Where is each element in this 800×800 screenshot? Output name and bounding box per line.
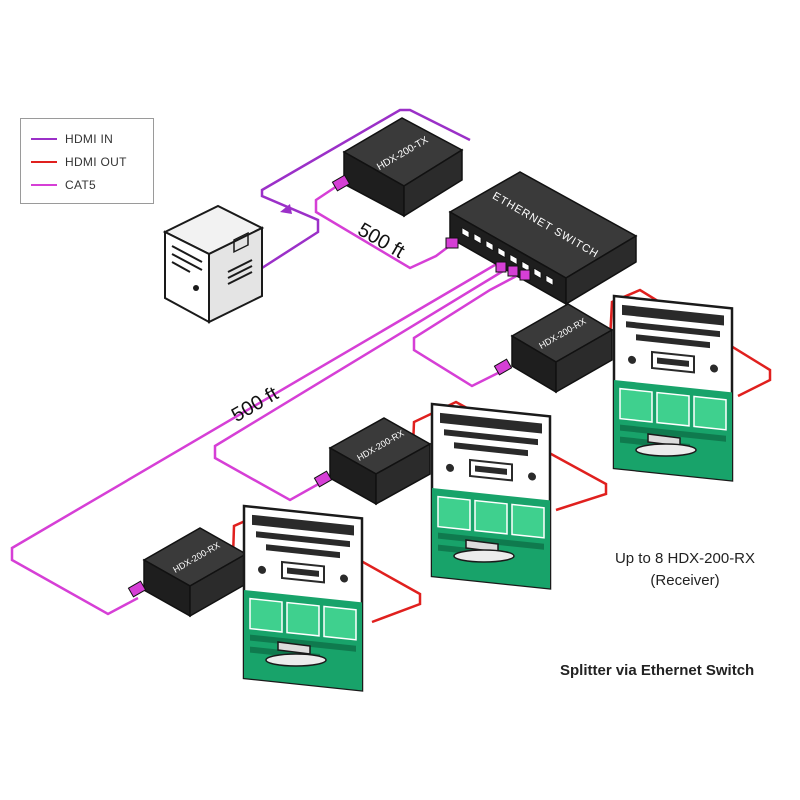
legend-item-cat5: CAT5 [31,177,96,193]
monitor-stand-2 [453,539,515,563]
cat5-cable-switch-rx1 [412,270,525,388]
receiver-caption-line1: Up to 8 HDX-200-RX [614,550,756,567]
cat5-cable-switch-rx2 [213,266,509,502]
legend-item-hdmi-out: HDMI OUT [31,154,127,170]
legend: HDMI IN HDMI OUT CAT5 [20,118,154,204]
monitor-stand-3 [265,641,327,667]
legend-label-hdmi-in: HDMI IN [65,132,114,146]
receiver-device-2: HDX-200-RX [313,417,432,506]
diagram-title: Splitter via Ethernet Switch [560,662,755,679]
receiver-caption: Up to 8 HDX-200-RX (Receiver) [590,548,780,592]
hdmi-in-cable [260,108,471,270]
transmitter-device: HDX-200-TX [331,117,464,218]
legend-label-hdmi-out: HDMI OUT [65,155,127,169]
receiver-device-1: HDX-200-RX [493,303,614,394]
distance-label-top: 500 ft [354,219,409,263]
receiver-device-3: HDX-200-RX [127,527,248,618]
computer-tower-icon [162,204,265,324]
receiver-caption-line2: (Receiver) [650,572,720,589]
legend-item-hdmi-in: HDMI IN [31,131,113,147]
ethernet-switch-device: ETHERNET SWITCH [445,171,638,306]
legend-swatch-hdmi-in [31,138,57,140]
legend-label-cat5: CAT5 [65,178,96,192]
monitor-stand-1 [635,433,697,457]
cat5-cable-switch-rx3 [10,260,501,616]
legend-swatch-hdmi-out [31,161,57,163]
legend-swatch-cat5 [31,184,57,186]
cat5-cable-tx-switch [314,182,453,270]
